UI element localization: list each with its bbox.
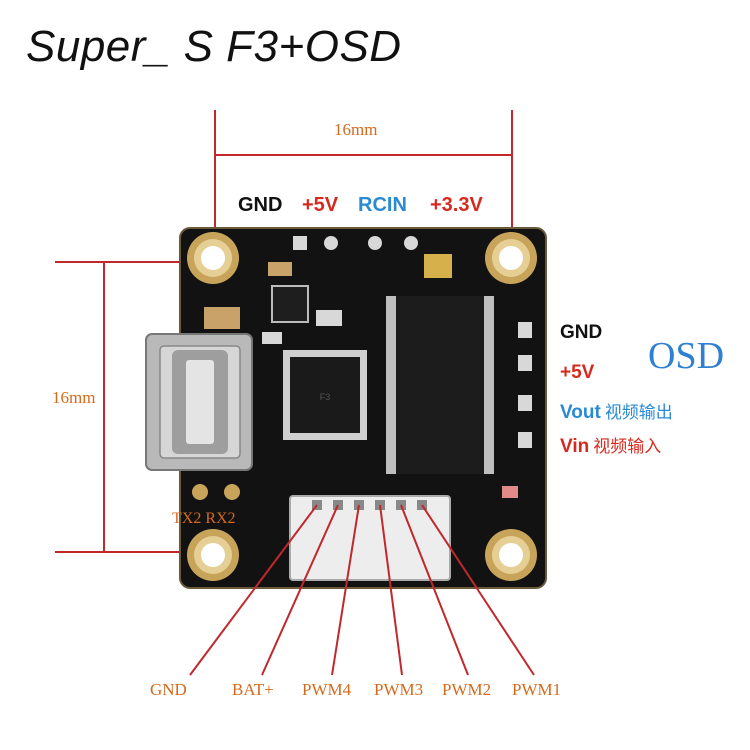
osd-pin-vout-label: Vout	[560, 402, 601, 423]
top-label-rcin: RCIN	[358, 194, 407, 216]
height-dimension-label: 16mm	[52, 388, 96, 407]
pin-label-pwm3: PWM3	[374, 680, 424, 699]
mounting-hole-tl	[187, 232, 239, 284]
small-components	[204, 254, 518, 498]
top-label-3v3: +3.3V	[430, 194, 483, 216]
osd-chip	[386, 296, 494, 474]
diagram-title: Super_ S F3+OSD	[26, 22, 402, 71]
mounting-hole-bl	[187, 529, 239, 581]
micro-usb-port	[145, 333, 253, 471]
pin-label-pwm1: PWM1	[512, 680, 562, 699]
osd-side-pads	[518, 322, 532, 448]
osd-pin-gnd: GND	[560, 322, 603, 343]
uart-pads	[192, 484, 240, 500]
svg-text:F3: F3	[320, 392, 331, 402]
dimension-lines	[55, 110, 513, 553]
regulator	[271, 285, 309, 323]
pin-label-gnd: GND	[150, 680, 187, 699]
osd-pin-5v: +5V	[560, 362, 595, 383]
top-label-5v: +5V	[302, 194, 339, 216]
top-label-gnd: GND	[238, 194, 283, 216]
osd-pin-vin-label: Vin	[560, 436, 590, 457]
top-header-pads	[293, 236, 418, 250]
pin-label-pwm4: PWM4	[302, 680, 352, 699]
osd-title: OSD	[648, 335, 725, 377]
pin-label-pwm2: PWM2	[442, 680, 492, 699]
osd-pin-vin-description: 视频输入	[593, 437, 662, 456]
uart-label: TX2 RX2	[172, 510, 236, 527]
pin-leader-lines	[189, 504, 535, 676]
mcu-chip: F3	[283, 350, 367, 440]
mounting-hole-br	[485, 529, 537, 581]
mounting-hole-tr	[485, 232, 537, 284]
mounting-holes	[187, 232, 537, 581]
width-dimension-label: 16mm	[334, 120, 378, 139]
osd-pin-vout-description: 视频输出	[604, 403, 673, 422]
pin-label-bat: BAT+	[232, 680, 274, 699]
